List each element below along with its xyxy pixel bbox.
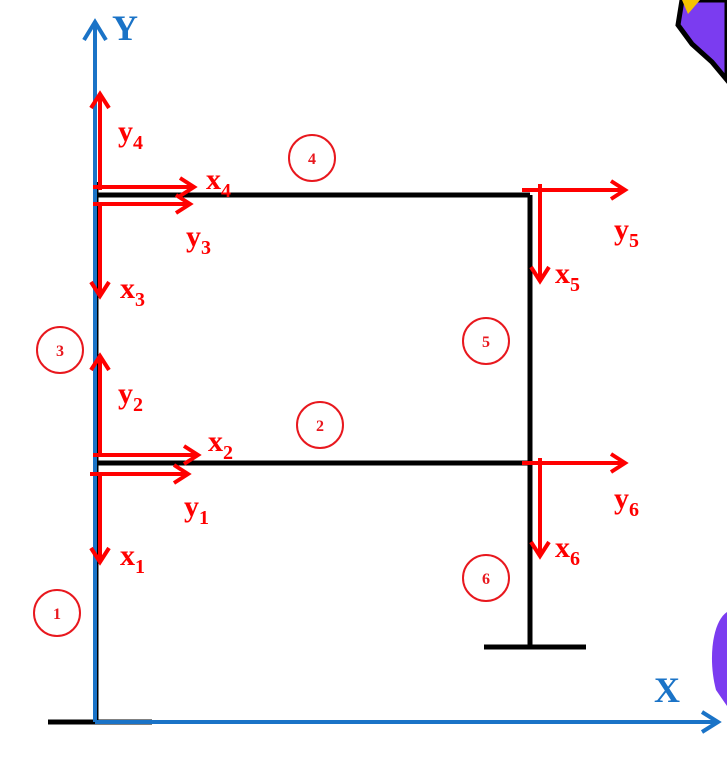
local-axes-arrows bbox=[89, 90, 629, 566]
global-x-arrowhead bbox=[700, 710, 722, 734]
element-number-1: 1 bbox=[53, 606, 61, 623]
x6-arrowhead bbox=[529, 540, 551, 560]
element-number-5: 5 bbox=[482, 334, 490, 351]
label-y3: y3 bbox=[186, 220, 211, 259]
y1-arrowhead bbox=[172, 463, 192, 485]
y4-arrowhead bbox=[89, 90, 111, 110]
global-y-arrowhead bbox=[82, 18, 108, 42]
label-y4: y4 bbox=[118, 115, 143, 154]
x5-arrowhead bbox=[529, 265, 551, 285]
element-circle-2 bbox=[296, 401, 344, 449]
x1-arrowhead bbox=[89, 546, 111, 566]
element-numbers: 1 2 3 4 5 6 bbox=[53, 151, 490, 623]
element-number-6: 6 bbox=[482, 571, 490, 588]
label-y6: y6 bbox=[614, 482, 639, 521]
y6-arrowhead bbox=[609, 452, 629, 474]
element-circle-3 bbox=[36, 326, 84, 374]
element-circle-4 bbox=[288, 134, 336, 182]
element-circle-5 bbox=[462, 317, 510, 365]
x2-arrowhead bbox=[182, 444, 202, 466]
x4-arrowhead bbox=[178, 176, 198, 198]
global-x-label: X bbox=[654, 670, 680, 710]
y2-arrowhead bbox=[89, 352, 111, 372]
global-y-label: Y bbox=[112, 8, 138, 48]
element-number-2: 2 bbox=[316, 418, 324, 435]
element-circle-6 bbox=[462, 554, 510, 602]
label-y2: y2 bbox=[118, 377, 143, 416]
global-axes bbox=[82, 18, 722, 734]
label-x1: x1 bbox=[120, 539, 145, 578]
x3-arrowhead bbox=[89, 280, 111, 300]
y5-arrowhead bbox=[609, 179, 629, 201]
label-y5: y5 bbox=[614, 213, 639, 252]
element-number-3: 3 bbox=[56, 343, 64, 360]
frame-members bbox=[48, 182, 586, 725]
element-circles bbox=[33, 134, 510, 637]
label-y1: y1 bbox=[184, 490, 209, 529]
label-x5: x5 bbox=[555, 257, 580, 296]
label-x2: x2 bbox=[208, 425, 233, 464]
element-number-4: 4 bbox=[308, 151, 316, 168]
element-circle-1 bbox=[33, 589, 81, 637]
local-axis-labels: y4 x4 y3 x3 y2 x2 y1 x1 y5 x5 y6 x6 bbox=[118, 115, 639, 578]
edge-decoration bbox=[711, 612, 727, 706]
label-x3: x3 bbox=[120, 272, 145, 311]
label-x4: x4 bbox=[206, 163, 231, 202]
corner-decoration bbox=[675, 0, 727, 84]
label-x6: x6 bbox=[555, 531, 580, 570]
y3-arrowhead bbox=[174, 193, 194, 215]
